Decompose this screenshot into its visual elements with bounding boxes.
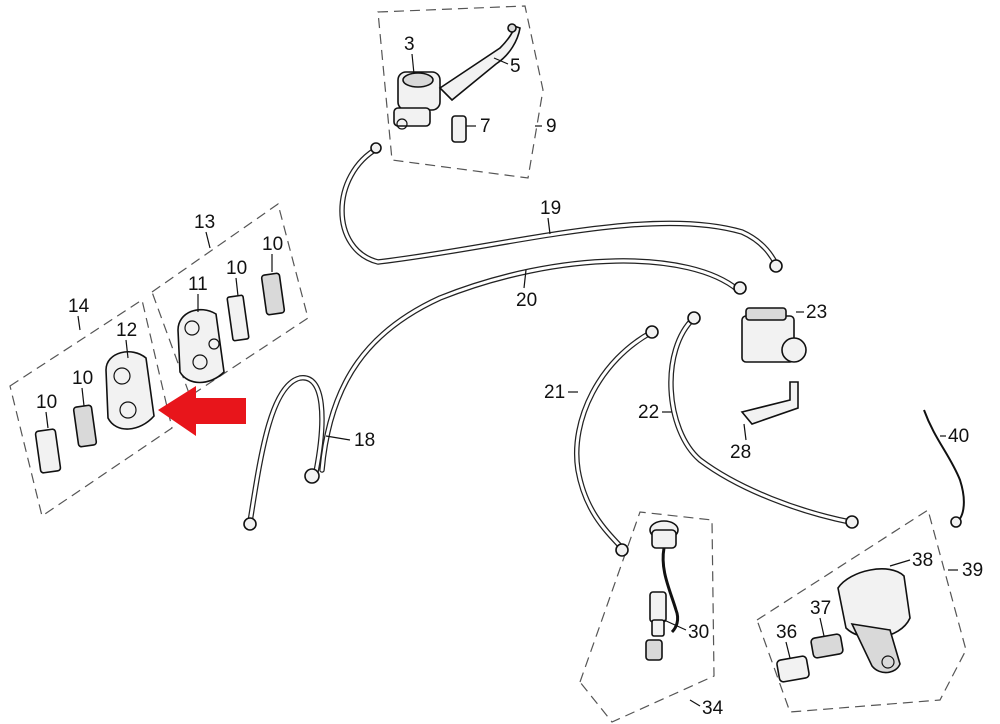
- leader-5: [493, 57, 509, 65]
- fitting-19-end: [769, 259, 783, 273]
- label-38: 38: [912, 550, 933, 571]
- label-12: 12: [116, 320, 137, 341]
- label-40: 40: [948, 426, 969, 447]
- hose-22: [668, 315, 853, 525]
- label-30: 30: [688, 622, 709, 643]
- leader-28: [743, 423, 747, 441]
- fitting-22-end: [845, 515, 859, 529]
- brake-lever-5: [438, 23, 521, 102]
- label-18: 18: [354, 430, 375, 451]
- leader-10d: [45, 411, 49, 429]
- master-cylinder-3: [393, 71, 441, 130]
- brake-switch-7: [451, 115, 467, 143]
- label-39: 39: [962, 560, 983, 581]
- label-22: 22: [638, 402, 659, 423]
- leader-38: [889, 559, 911, 567]
- leader-37: [819, 617, 825, 637]
- left-arrow-icon: [158, 386, 246, 436]
- fitting-20-end: [733, 281, 747, 295]
- abs-unit-23: [741, 307, 807, 363]
- leader-10a: [235, 277, 239, 297]
- group-box-9: [377, 5, 544, 179]
- pad-10d: [34, 428, 62, 474]
- pad-37: [810, 633, 844, 659]
- caliper-12: [105, 350, 155, 430]
- label-28: 28: [730, 442, 751, 463]
- leader-19: [547, 217, 551, 235]
- fitting-21-top: [645, 325, 659, 339]
- pad-10c: [72, 404, 98, 448]
- reservoir-hose: [661, 547, 680, 634]
- pad-36: [776, 655, 810, 683]
- label-34: 34: [702, 698, 724, 719]
- group-box-14: [9, 299, 173, 517]
- hose-19: [339, 145, 779, 267]
- label-36: 36: [776, 622, 797, 643]
- fitting-40-end: [950, 516, 962, 528]
- hose-20: [319, 258, 741, 473]
- label-23: 23: [806, 302, 827, 323]
- leader-34: [689, 699, 701, 707]
- label-7: 7: [480, 116, 491, 137]
- label-14: 14: [68, 296, 90, 317]
- caliper-38: [837, 568, 911, 674]
- label-20: 20: [516, 290, 537, 311]
- group-box-39: [756, 509, 967, 713]
- fitting-18-end: [243, 517, 257, 531]
- label-3: 3: [404, 34, 415, 55]
- reservoir: [649, 520, 679, 549]
- rear-master-cylinder-30: [645, 591, 667, 661]
- bracket-28: [740, 381, 799, 425]
- label-10c: 10: [72, 368, 93, 389]
- label-21: 21: [544, 382, 565, 403]
- label-10d: 10: [36, 392, 57, 413]
- label-37: 37: [810, 598, 831, 619]
- leader-14: [77, 315, 81, 331]
- label-19: 19: [540, 198, 561, 219]
- label-10b: 10: [262, 234, 283, 255]
- hose-21: [574, 329, 655, 551]
- pad-10b: [260, 272, 286, 316]
- label-11: 11: [188, 274, 208, 295]
- leader-18: [325, 435, 351, 441]
- fitting-19-top: [370, 142, 382, 154]
- label-10a: 10: [226, 258, 247, 279]
- leader-36: [785, 641, 791, 659]
- leader-10c: [81, 387, 85, 407]
- hose-18: [247, 375, 325, 525]
- leader-30: [663, 619, 687, 631]
- leader-13: [205, 231, 211, 249]
- fitting-21-end: [615, 543, 629, 557]
- leader-20: [523, 269, 527, 289]
- group-box-13: [151, 203, 309, 397]
- label-5: 5: [510, 56, 521, 77]
- label-13: 13: [194, 212, 215, 233]
- group-box-34: [579, 511, 715, 723]
- caliper-11: [177, 308, 225, 384]
- label-9: 9: [546, 116, 557, 137]
- pad-10a: [226, 294, 250, 342]
- leader-3: [411, 53, 415, 75]
- fitting-18-split: [304, 468, 320, 484]
- sensor-wire-40: [923, 409, 965, 523]
- leader-12: [125, 339, 129, 359]
- fitting-22-top: [687, 311, 701, 325]
